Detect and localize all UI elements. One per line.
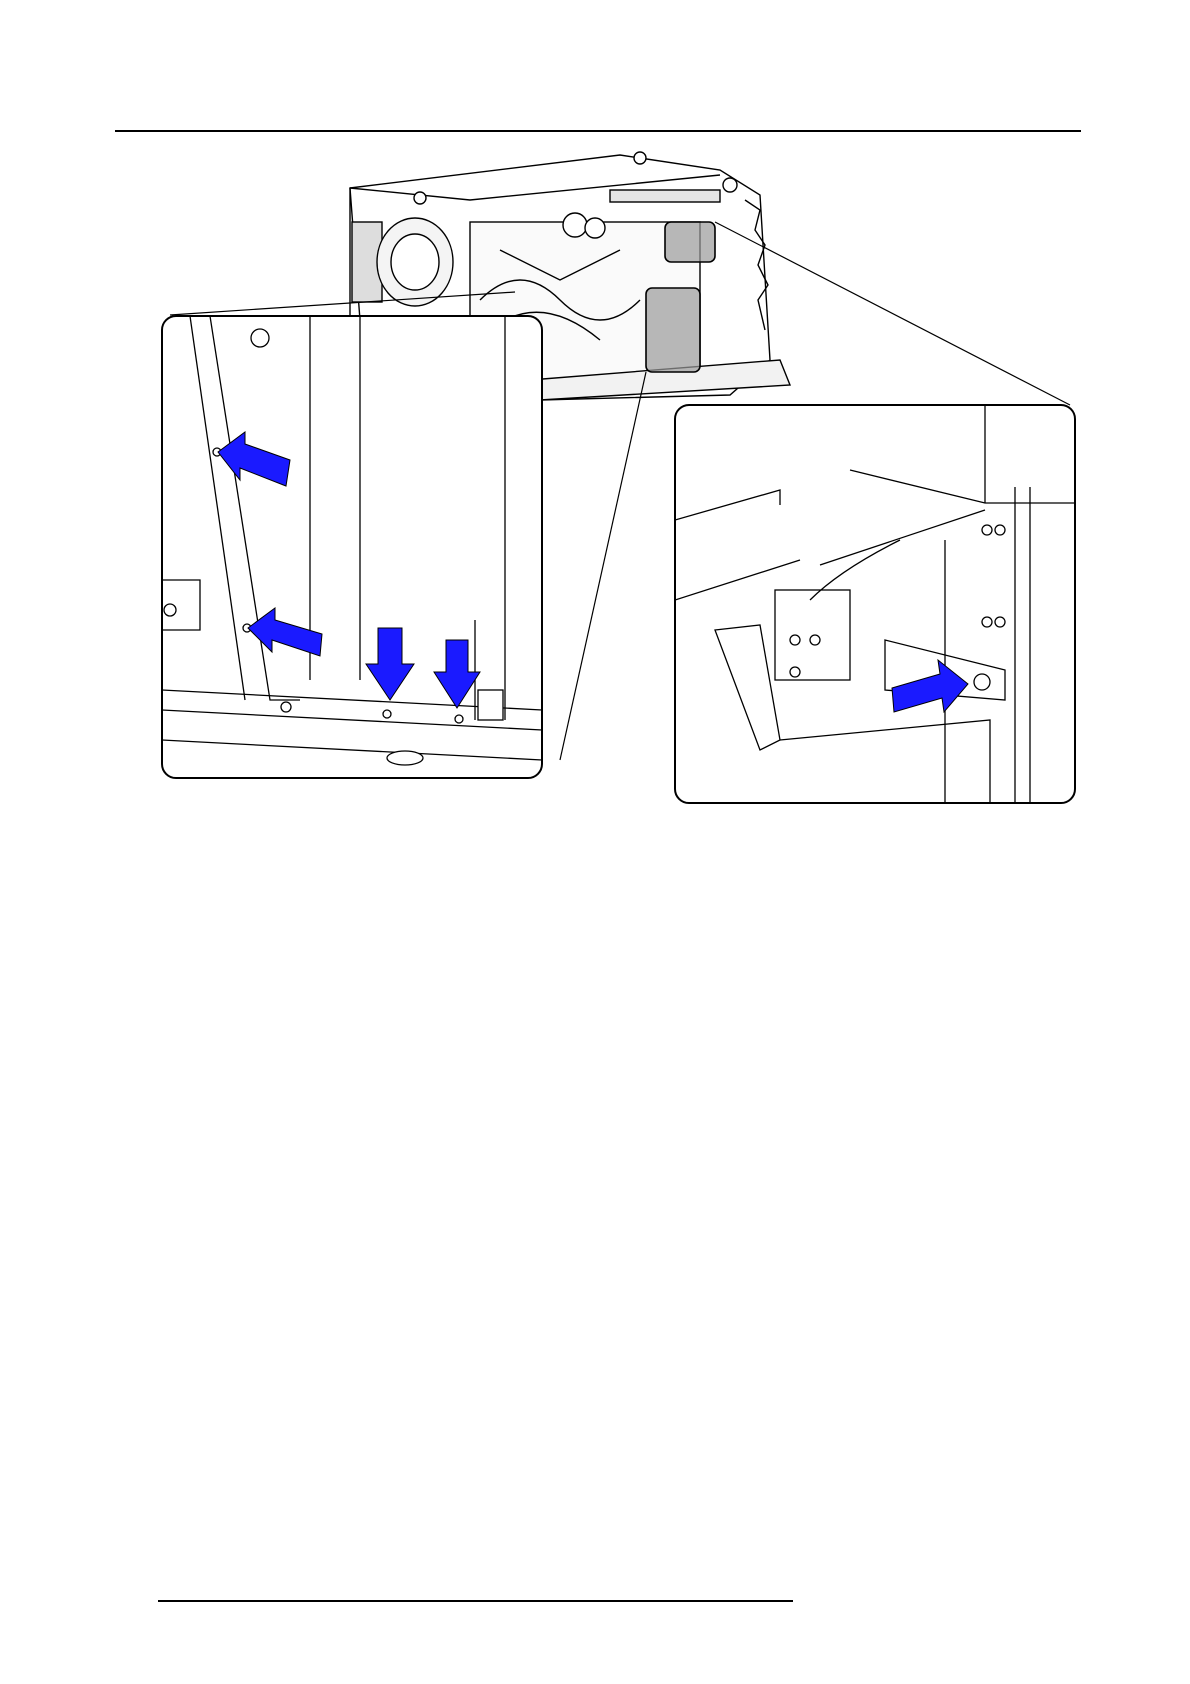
highlight-box-upper: [665, 222, 715, 262]
right-detail-panel: [675, 405, 1075, 803]
projector-figure: [0, 0, 1190, 820]
highlight-box-lower: [646, 288, 700, 372]
footer-rule: [158, 1600, 793, 1602]
left-detail-panel: [162, 316, 542, 778]
